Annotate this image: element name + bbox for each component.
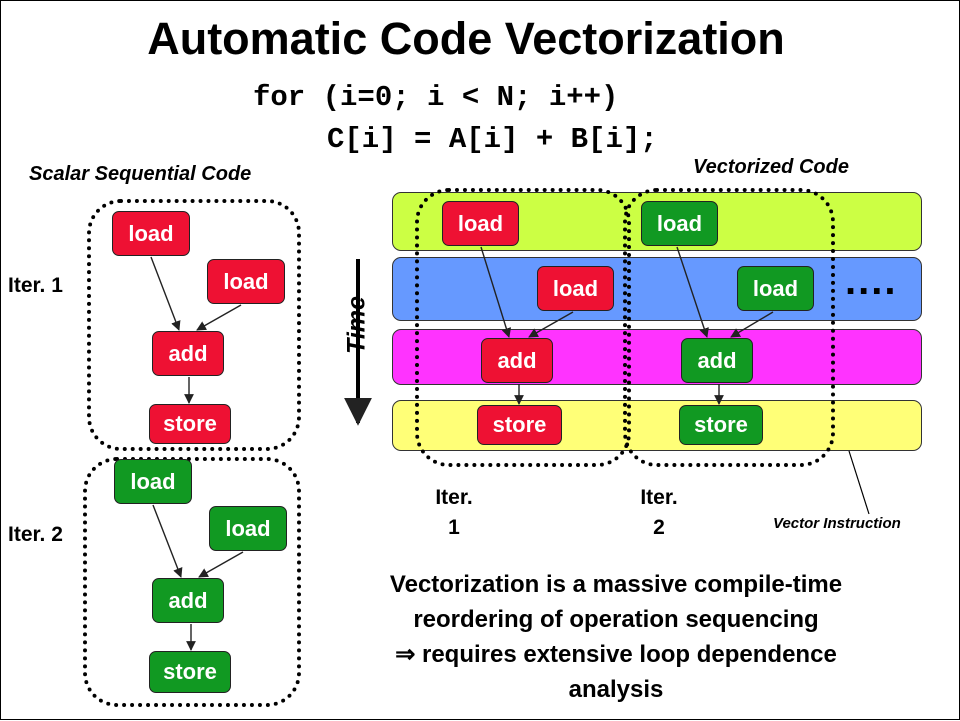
scalar-iter1-load-b: load bbox=[207, 259, 285, 304]
vector-instruction-label: Vector Instruction bbox=[773, 515, 901, 532]
vector-iter2-add: add bbox=[681, 338, 753, 383]
conclusion-line-3: ⇒ requires extensive loop dependence bbox=[395, 641, 837, 668]
code-line-for: for (i=0; i < N; i++) bbox=[253, 81, 619, 114]
vector-iter1-load-b: load bbox=[537, 266, 614, 311]
vector-iter1-load-a: load bbox=[442, 201, 519, 246]
scalar-iter1-load-a: load bbox=[112, 211, 190, 256]
vector-instruction-pointer bbox=[848, 450, 870, 515]
vector-iter1-label: Iter. 1 bbox=[426, 483, 482, 543]
conclusion-line-2: reordering of operation sequencing bbox=[413, 606, 819, 633]
vector-iter1-label-number: 1 bbox=[448, 516, 460, 539]
vector-heading: Vectorized Code bbox=[693, 156, 849, 178]
scalar-iter2-store: store bbox=[149, 651, 231, 693]
scalar-iter1-group bbox=[87, 199, 301, 451]
ellipsis: .... bbox=[845, 259, 898, 303]
scalar-iter2-load-b: load bbox=[209, 506, 287, 551]
scalar-iter1-label: Iter. 1 bbox=[8, 274, 63, 297]
conclusion-line-4: analysis bbox=[568, 676, 664, 703]
vector-iter2-load-a: load bbox=[641, 201, 718, 246]
vector-iter2-label-text: Iter. bbox=[640, 486, 678, 509]
time-label: Time bbox=[342, 296, 371, 354]
vector-iter1-store: store bbox=[477, 405, 562, 445]
vector-iter1-label-text: Iter. bbox=[435, 486, 473, 509]
vector-iter2-store: store bbox=[679, 405, 763, 445]
vector-iter1-add: add bbox=[481, 338, 553, 383]
vector-iter2-label-number: 2 bbox=[653, 516, 665, 539]
conclusion-text: Vectorization is a massive compile-time … bbox=[301, 567, 931, 707]
scalar-iter2-label: Iter. 2 bbox=[8, 523, 63, 546]
vector-iter2-group bbox=[623, 188, 835, 467]
vector-iter1-group bbox=[415, 188, 631, 467]
vector-iter2-label: Iter. 2 bbox=[631, 483, 687, 543]
slide-title: Automatic Code Vectorization bbox=[147, 13, 785, 64]
scalar-iter2-add: add bbox=[152, 578, 224, 623]
scalar-iter2-group bbox=[83, 457, 301, 707]
code-line-body: C[i] = A[i] + B[i]; bbox=[327, 123, 658, 156]
scalar-iter2-load-a: load bbox=[114, 459, 192, 504]
vector-iter2-load-b: load bbox=[737, 266, 814, 311]
scalar-iter1-add: add bbox=[152, 331, 224, 376]
scalar-heading: Scalar Sequential Code bbox=[29, 163, 252, 185]
conclusion-line-1: Vectorization is a massive compile-time bbox=[389, 571, 843, 598]
scalar-iter1-store: store bbox=[149, 404, 231, 444]
